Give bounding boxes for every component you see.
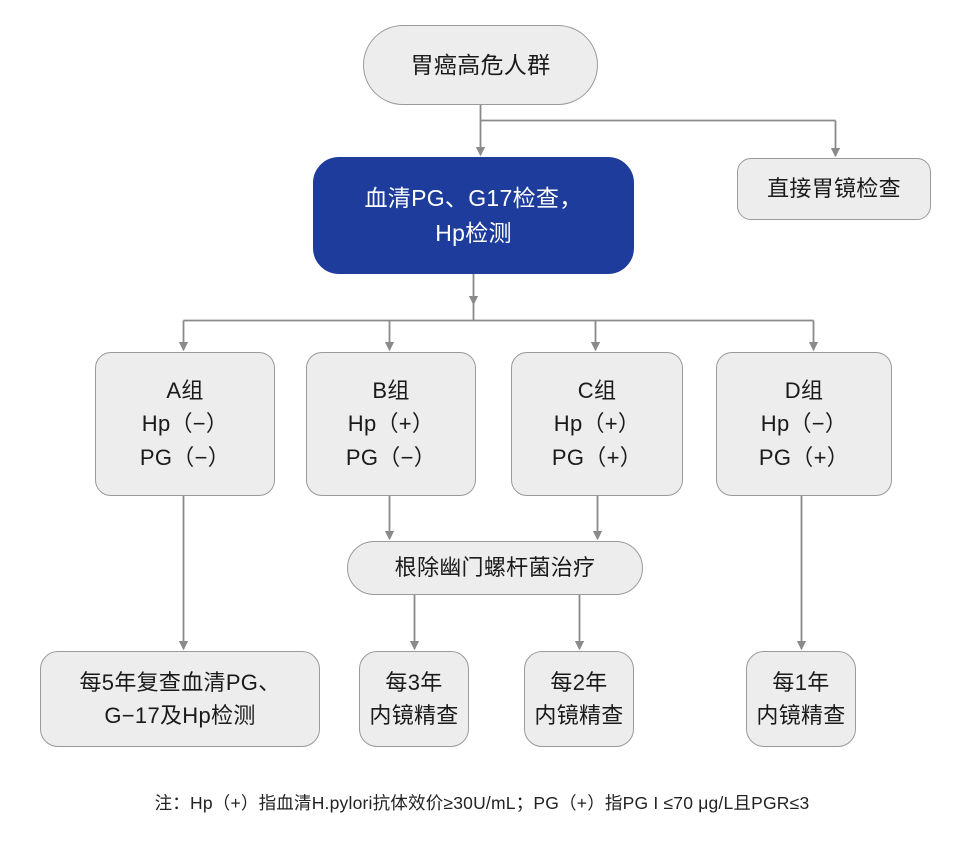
node-hp-eradication-therapy[interactable]: 根除幽门螺杆菌治疗 (347, 541, 643, 595)
node-serology-test[interactable]: 血清PG、G17检查， Hp检测 (313, 157, 634, 274)
followup-line1: 每5年复查血清PG、 (79, 669, 281, 695)
node-label: 根除幽门螺杆菌治疗 (394, 555, 596, 581)
followup-line2: 内镜精查 (369, 703, 459, 728)
node-followup-3year[interactable]: 每3年 内镜精查 (359, 651, 469, 747)
group-pg-status: PG（−） (139, 444, 231, 470)
node-group-a[interactable]: A组 Hp（−） PG（−） (95, 352, 275, 496)
node-label-line2: Hp检测 (435, 219, 512, 246)
group-pg-status: PG（−） (345, 444, 437, 470)
node-group-b[interactable]: B组 Hp（+） PG（−） (306, 352, 476, 496)
group-name: C组 (577, 377, 617, 403)
node-label: 直接胃镜检查 (767, 176, 901, 202)
followup-line1: 每2年 (550, 669, 608, 695)
group-name: D组 (784, 377, 824, 403)
diagram-footnote: 注：Hp（+）指血清H.pylori抗体效价≥30U/mL；PG（+）指PG I… (154, 793, 810, 813)
group-pg-status: PG（+） (758, 444, 850, 470)
group-name: A组 (166, 377, 204, 403)
node-group-d[interactable]: D组 Hp（−） PG（+） (716, 352, 892, 496)
node-group-c[interactable]: C组 Hp（+） PG（+） (511, 352, 683, 496)
node-followup-5year[interactable]: 每5年复查血清PG、 G−17及Hp检测 (40, 651, 320, 747)
group-hp-status: Hp（+） (347, 411, 435, 437)
node-label-line1: 血清PG、G17检查， (364, 184, 583, 211)
group-hp-status: Hp（−） (760, 411, 848, 437)
node-followup-1year[interactable]: 每1年 内镜精查 (746, 651, 856, 747)
node-direct-endoscopy[interactable]: 直接胃镜检查 (737, 158, 931, 220)
followup-line1: 每1年 (772, 669, 830, 695)
node-followup-2year[interactable]: 每2年 内镜精查 (524, 651, 634, 747)
followup-line2: G−17及Hp检测 (104, 703, 256, 728)
node-label: 胃癌高危人群 (410, 51, 551, 78)
node-high-risk-population[interactable]: 胃癌高危人群 (363, 25, 598, 105)
group-hp-status: Hp（−） (141, 411, 229, 437)
group-pg-status: PG（+） (551, 444, 643, 470)
followup-line2: 内镜精查 (534, 703, 624, 728)
group-name: B组 (372, 377, 410, 403)
group-hp-status: Hp（+） (553, 411, 641, 437)
followup-line1: 每3年 (385, 669, 443, 695)
followup-line2: 内镜精查 (756, 703, 846, 728)
